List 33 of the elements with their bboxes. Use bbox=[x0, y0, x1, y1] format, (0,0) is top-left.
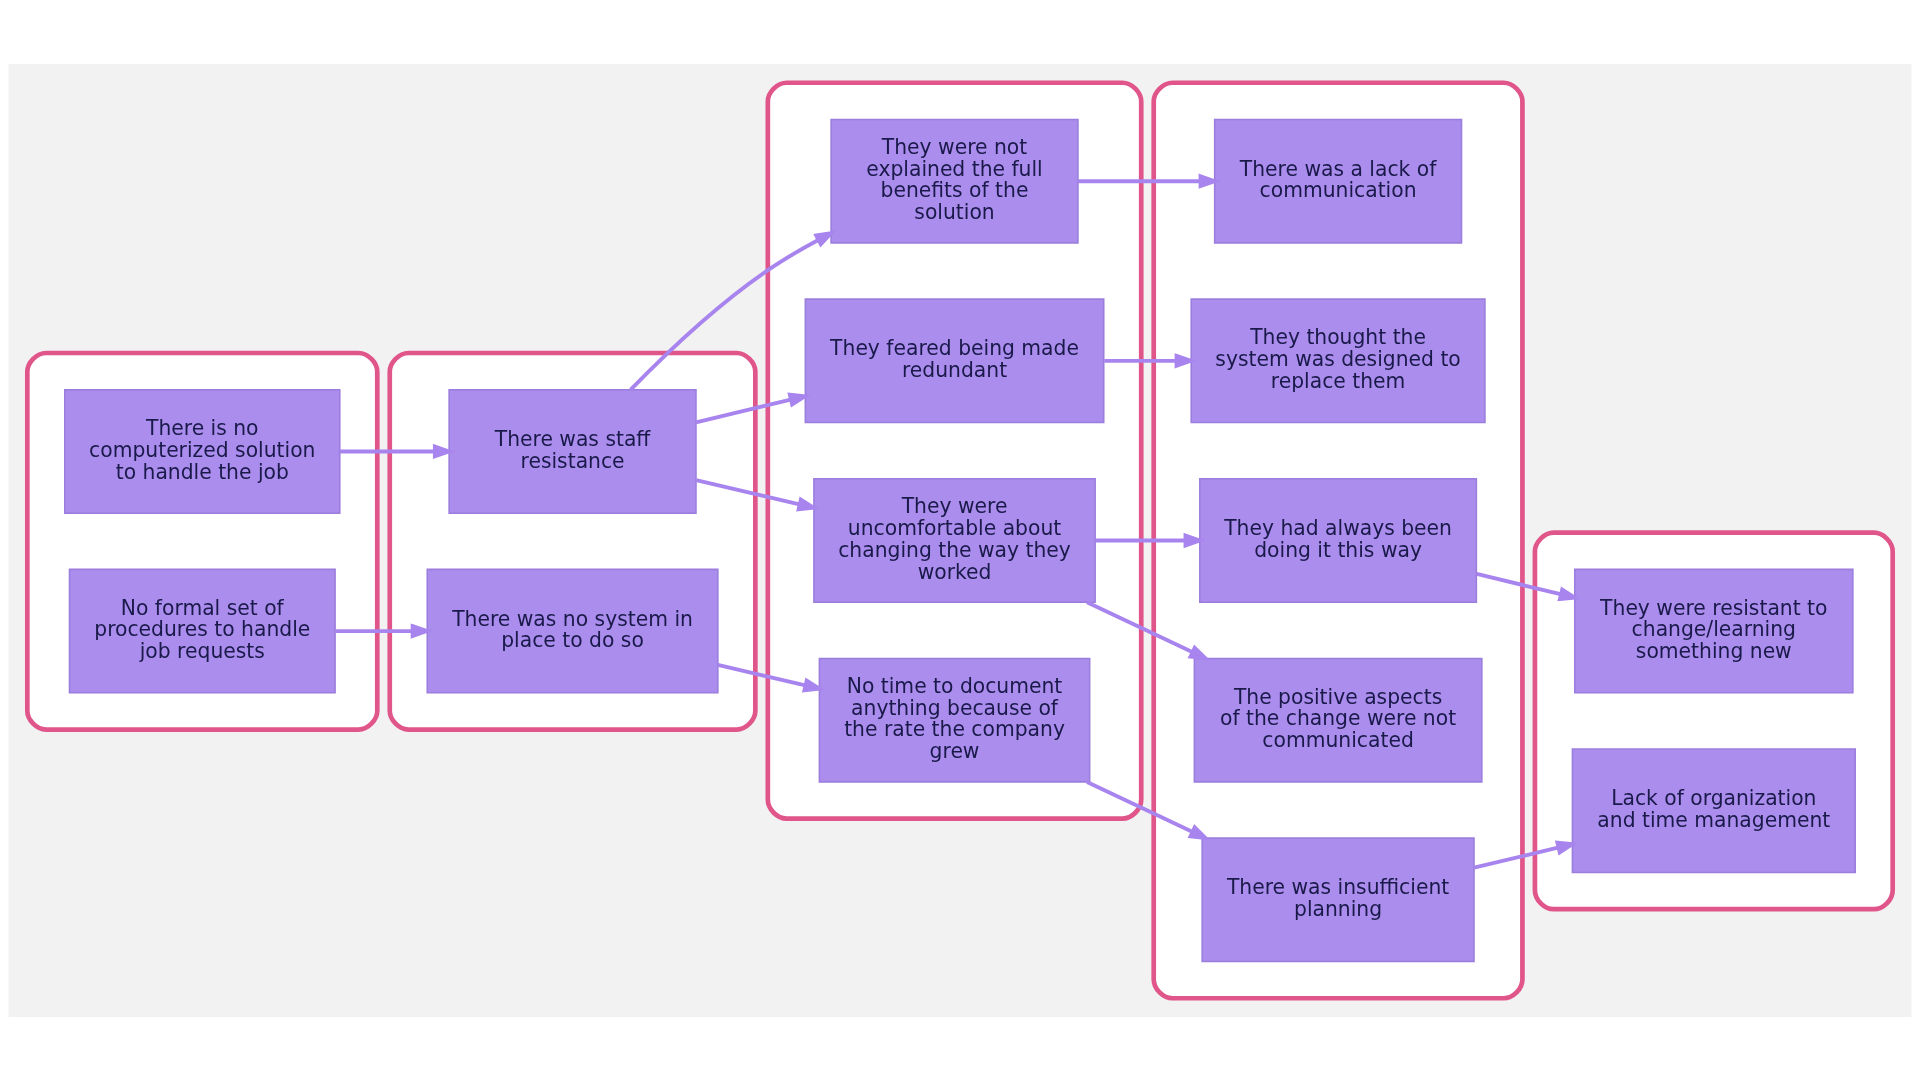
node-box: There was insufficient planning bbox=[1201, 836, 1475, 962]
arrow bbox=[717, 662, 826, 693]
node-box: They feared being made redundant bbox=[804, 297, 1105, 423]
arrow bbox=[1086, 600, 1211, 661]
arrow bbox=[335, 622, 433, 639]
cluster bbox=[1151, 79, 1525, 1001]
cluster bbox=[765, 79, 1144, 821]
node-box: Lack of organization and time management bbox=[1571, 747, 1856, 873]
node-box: They were not explained the full benefits of the solution bbox=[830, 118, 1079, 244]
node-box: They thought the system was designed to replace them bbox=[1190, 297, 1486, 423]
node-box: There was no system in place to do so bbox=[426, 568, 719, 694]
arrow bbox=[695, 477, 820, 512]
arrow bbox=[1476, 571, 1581, 601]
arrow bbox=[340, 443, 455, 459]
node-box: The positive aspects of the change were not communicated bbox=[1193, 657, 1483, 783]
cluster bbox=[387, 350, 758, 732]
arrow bbox=[1473, 840, 1579, 870]
arrow bbox=[1104, 352, 1197, 368]
node-box: They were uncomfortable about changing the way they worked bbox=[813, 477, 1096, 603]
arrow bbox=[1095, 532, 1206, 548]
cluster bbox=[1532, 529, 1896, 912]
arrow bbox=[695, 392, 811, 424]
node-box: They were resistant to change/learning something new bbox=[1574, 568, 1854, 694]
arrow bbox=[629, 230, 837, 391]
arrow bbox=[1086, 779, 1211, 840]
node-box: There was a lack of communication bbox=[1213, 118, 1463, 244]
node-box: There is no computerized solution to handle the job bbox=[64, 388, 341, 514]
cluster bbox=[24, 350, 380, 732]
node-box: There was staff resistance bbox=[448, 388, 697, 514]
arrow bbox=[1078, 173, 1221, 189]
node-box: They had always been doing it this way bbox=[1199, 477, 1478, 603]
node-box: No time to document anything because of the rate the company grew bbox=[818, 657, 1091, 783]
node-box: No formal set of procedures to handle job requests bbox=[68, 568, 336, 694]
